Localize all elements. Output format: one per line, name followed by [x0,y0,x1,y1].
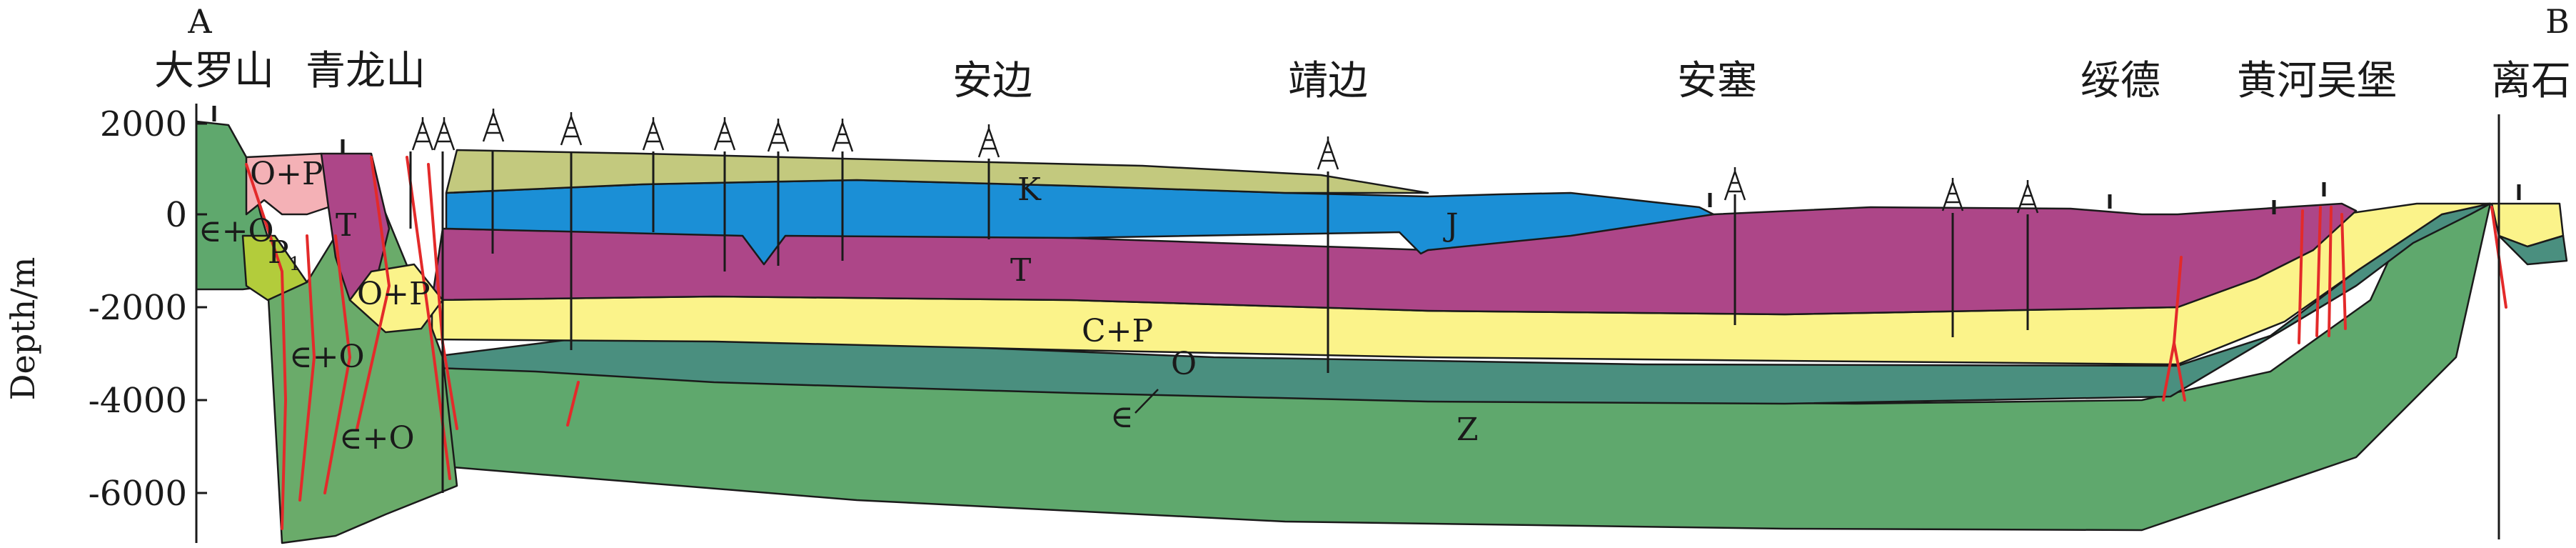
label-j: J [1443,207,1459,244]
place-label: 靖边 [1288,58,1368,104]
place-label: 安塞 [1677,58,1757,104]
label-t: T [1010,252,1031,289]
layer-east-remnant-lower [2497,234,2568,266]
fault [2315,206,2322,337]
label-cp: C+P [1082,313,1153,349]
place-label: 离石 [2491,58,2571,104]
tick-label: -4000 [89,381,187,421]
layer-o [427,202,2492,405]
drill-rig-icon [482,109,505,142]
label-eo-mid: ∈+O [289,339,365,375]
label-op-upper: O+P [250,156,323,192]
label-o: O [1171,346,1197,382]
endpoint-b: B [2545,2,2570,41]
tick-label: -2000 [89,288,187,328]
fault [323,234,352,494]
tick-label: 0 [165,195,187,235]
place-label: 青龙山 [306,48,426,94]
fault [2340,213,2347,330]
axis-label: Depth/m [4,257,42,401]
label-p1: P1 [268,234,301,275]
surface-markers [212,106,2521,214]
label-t-west: T [336,207,356,244]
wells [409,151,2029,493]
fault [298,234,316,502]
place-label: 黄河吴堡 [2237,58,2397,104]
drill-rig-icon [433,117,456,151]
tick-label: -6000 [89,474,187,514]
place-label: 安边 [952,58,1032,104]
fault [245,163,288,530]
label-cambrian: ∈ [1110,399,1134,435]
depth-axis: 2000 0 -2000 -4000 -6000 Depth/m [4,104,207,543]
drill-rig-icon [560,112,583,146]
endpoint-a: A [187,2,212,41]
drill-rig-icon [831,119,854,152]
drill-rig-icon [411,117,434,151]
drill-rig-icon [1941,178,1964,211]
fault [2298,209,2304,344]
label-z: Z [1456,412,1479,448]
fault [356,156,391,430]
place-label: 绥德 [2081,58,2160,104]
drill-rig-icon [2016,180,2039,214]
drill-rig-icon [977,124,1000,158]
drill-rigs [411,109,2039,214]
strata-layers [195,120,2568,544]
place-label: 大罗山 [154,48,274,94]
drill-rig-icon [642,117,665,151]
fault [2328,206,2333,337]
label-op-lower: O+P [357,276,431,312]
label-k: K [1017,171,1042,208]
label-eo-west: ∈+O [198,213,274,249]
drill-rig-icon [713,117,736,151]
drill-rig-icon [767,119,790,152]
fault [566,381,580,427]
tick-label: 2000 [100,104,187,144]
layer-k [445,149,1429,194]
drill-rig-icon [1317,136,1339,170]
drill-rig-icon [1724,167,1746,201]
fault [2173,342,2186,402]
label-eo-low: ∈+O [339,420,415,457]
cambrian-leader [1134,389,1159,414]
